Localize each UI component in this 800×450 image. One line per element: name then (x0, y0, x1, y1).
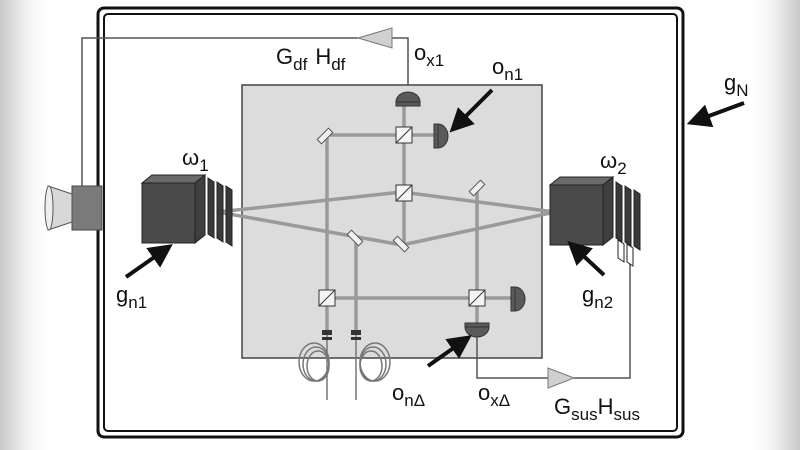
arrow-gn1 (124, 244, 173, 279)
suspension-h-sub: sus (613, 405, 640, 424)
photodetectors (395, 91, 526, 338)
onDelta-label: onΔ (392, 380, 426, 410)
omega1-main: ω (182, 145, 200, 170)
oxDelta-label: oxΔ (478, 380, 511, 410)
suspension-g: G (554, 394, 572, 419)
gn1-sub: n1 (128, 293, 148, 312)
test-mass-left (140, 173, 207, 245)
on1-sub: n1 (504, 65, 524, 84)
gN-label: gN (724, 70, 749, 100)
feedback-h-sub: df (331, 55, 346, 74)
suspension-h: H (597, 394, 614, 419)
pointer-arrows (124, 88, 745, 368)
omega2-sub: 2 (617, 159, 627, 178)
background-edge-left (0, 0, 48, 450)
suspension-wire-right (574, 258, 631, 379)
gN-sub: N (736, 81, 749, 100)
onDelta-sub: nΔ (404, 391, 426, 410)
gn2-sub: n2 (594, 293, 614, 312)
suspension-wire (476, 337, 548, 379)
electrostatic-plates-right (615, 181, 641, 267)
fiber-coil-2 (355, 335, 391, 400)
gn1-label: gn1 (116, 282, 148, 312)
electrostatic-plates-left (207, 177, 233, 247)
feedback-wire (392, 37, 409, 92)
arrow-onDelta (426, 335, 472, 368)
inner-panel (241, 84, 543, 359)
ox1-main: o (414, 40, 427, 65)
omega1-sub: 1 (199, 156, 209, 175)
beam-splitters (318, 126, 486, 307)
suspension-g-sub: sus (571, 405, 598, 424)
suspension-gain-label: GsusHsus (554, 394, 640, 424)
gn2-main: g (582, 282, 595, 307)
arrow-on1 (449, 88, 494, 133)
feedback-g-sub: df (293, 55, 308, 74)
omega2-label: ω2 (600, 148, 627, 178)
feedback-wire-left (81, 37, 358, 186)
oxDelta-sub: xΔ (490, 391, 511, 410)
ox1-label: ox1 (414, 40, 445, 70)
ox1-sub: x1 (426, 51, 445, 70)
suspension-amplifier (547, 367, 576, 389)
actuator-box (71, 185, 103, 231)
fiber-coil-1 (298, 335, 330, 400)
test-mass-right (548, 175, 615, 247)
gn2-label: gn2 (582, 282, 614, 312)
feedback-g: G (276, 44, 294, 69)
feedback-h: H (315, 44, 332, 69)
omega2-main: ω (600, 148, 618, 173)
onDelta-main: o (392, 380, 405, 405)
feedback-amplifier (356, 27, 393, 49)
arrow-gn2 (567, 240, 606, 277)
gN-main: g (724, 70, 737, 95)
mirrors (316, 127, 486, 253)
background-edge-right (752, 0, 800, 450)
outer-frame-inner (103, 13, 678, 432)
arrow-gN (686, 101, 745, 128)
on1-label: on1 (492, 54, 524, 84)
omega1-label: ω1 (182, 145, 209, 175)
fiber-couplers (322, 330, 361, 340)
gn1-main: g (116, 282, 129, 307)
on1-main: o (492, 54, 505, 79)
oxDelta-main: o (478, 380, 491, 405)
actuator-horn-mouth (44, 185, 54, 231)
